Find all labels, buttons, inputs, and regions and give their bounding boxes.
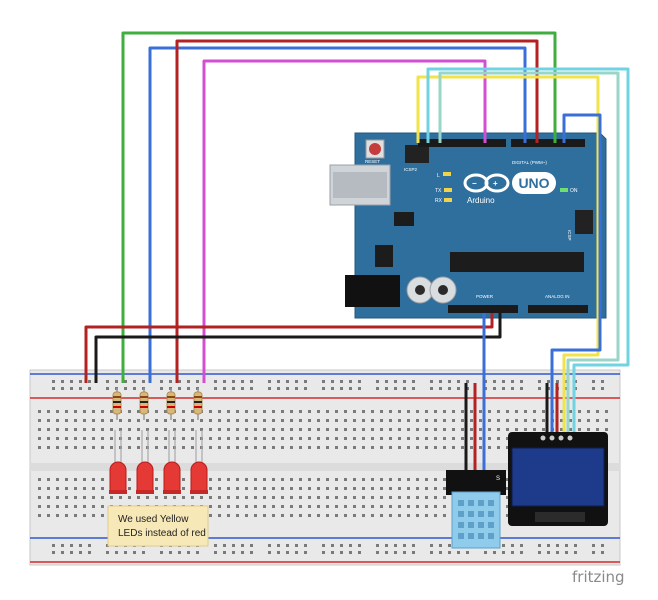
- power-label: POWER: [476, 294, 494, 299]
- svg-text:−: −: [472, 179, 477, 188]
- resistor: [112, 388, 122, 420]
- wire-blue: [148, 46, 527, 383]
- icsp2-header: [405, 145, 429, 163]
- resistor: [139, 388, 149, 420]
- wire-black-gnd: [94, 313, 502, 383]
- wire-yellow-top: [416, 75, 600, 435]
- leds: [109, 430, 208, 494]
- reset-label: RESET: [365, 159, 380, 164]
- led: [109, 430, 127, 494]
- wire-magenta: [202, 59, 487, 383]
- note-box: We used Yellow LEDs instead of red: [107, 505, 209, 547]
- tx-label: TX: [435, 188, 442, 194]
- l-led-label: L: [437, 173, 440, 179]
- svg-text:+: +: [493, 179, 498, 188]
- fritzing-watermark: fritzing: [572, 568, 625, 586]
- led: [190, 430, 208, 494]
- wires: [84, 31, 630, 470]
- icsp2-label: ICSP2: [404, 167, 418, 172]
- icsp-header: [575, 210, 593, 234]
- dht-pin-label: S: [496, 476, 500, 482]
- digital-label: DIGITAL (PWM~): [512, 160, 547, 165]
- reset-button[interactable]: [365, 139, 385, 159]
- icsp-label: ICSP: [567, 230, 572, 241]
- led: [136, 430, 154, 494]
- digital-header: [418, 139, 585, 147]
- rx-label: RX: [435, 198, 443, 204]
- wire-cyan-2: [438, 71, 620, 435]
- resistor: [193, 388, 203, 420]
- wire-red-power: [84, 313, 494, 383]
- led: [163, 430, 181, 494]
- arduino-uno-board: RESET ICSP2 DIGITAL (PWM~) L TX RX − + U…: [329, 132, 607, 319]
- arduino-logo: − + UNO Arduino: [463, 172, 556, 205]
- microcontroller-chip: [450, 252, 584, 272]
- resistor: [166, 388, 176, 420]
- wire-cyan: [426, 67, 630, 435]
- wire-green: [121, 31, 557, 383]
- dht-sensor: S: [446, 470, 506, 549]
- resistors: [112, 388, 203, 420]
- uno-logo-text: UNO: [518, 175, 549, 191]
- brand-label: Arduino: [467, 196, 495, 205]
- oled-display: [508, 432, 608, 526]
- note-line-1: We used Yellow: [118, 514, 189, 525]
- analog-label: ANALOG IN: [545, 294, 570, 299]
- power-header: [448, 305, 588, 313]
- note-line-2: LEDs instead of red: [118, 528, 206, 539]
- wire-blue-right: [550, 113, 602, 435]
- on-label: ON: [570, 188, 578, 194]
- wire-red-long: [175, 39, 539, 383]
